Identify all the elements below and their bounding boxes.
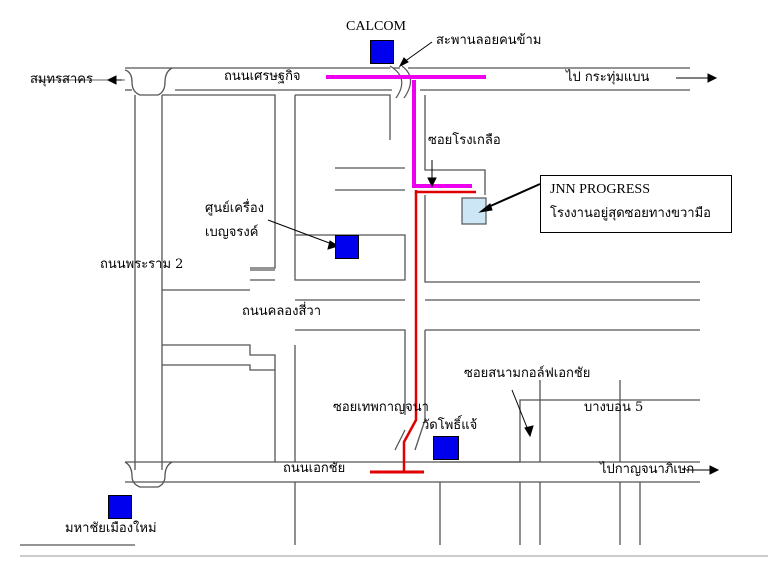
red-route-main xyxy=(402,192,418,472)
pointer-lines xyxy=(267,41,541,438)
setthakit-road-label: ถนนเศรษฐกิจ xyxy=(224,69,301,84)
ekkachai-road-label: ถนนเอกชัย xyxy=(283,461,346,476)
arrow-icon-kanchanaphisek xyxy=(686,465,720,475)
mahachai-label: มหาชัยเมืองใหม่ xyxy=(65,521,157,536)
wat-pho-marker xyxy=(433,436,459,460)
machine-center-marker xyxy=(335,235,359,259)
calcom-marker xyxy=(370,40,394,64)
arrow-icon xyxy=(35,75,125,85)
rama2-road-label: ถนนพระราม 2 xyxy=(100,257,184,272)
destination-callout: JNN PROGRESS โรงงานอยู่สุดซอยทางขวามือ xyxy=(540,175,732,233)
arrow-icon-krathum xyxy=(676,73,718,83)
mahachai-marker xyxy=(108,495,132,519)
soi-thep-label: ซอยเทพกาญจนา xyxy=(333,400,429,415)
machine-center-label-2: เบญจรงค์ xyxy=(205,225,259,240)
soi-rong-kluea-label: ซอยโรงเกลือ xyxy=(428,133,501,148)
magenta-route-soi xyxy=(412,80,472,188)
machine-center-label-1: ศูนย์เครื่อง xyxy=(205,201,265,216)
bang-bon5-label: บางบอน 5 xyxy=(584,400,644,415)
kanchanaphisek-label: ไปกาญจนาภิเษก xyxy=(600,462,695,477)
khlong-si-wa-road-label: ถนนคลองสี่วา xyxy=(242,304,321,319)
callout-title: JNN PROGRESS xyxy=(550,182,650,197)
pedestrian-bridge xyxy=(389,65,403,99)
krathum-baen-label: ไป กระทุ่มแบน xyxy=(566,70,650,85)
soi-golf-label: ซอยสนามกอล์ฟเอกชัย xyxy=(464,366,591,381)
calcom-label: CALCOM xyxy=(346,19,406,34)
red-route xyxy=(414,190,476,194)
pedestrian-bridge-label: สะพานลอยคนข้าม xyxy=(436,33,542,48)
samut-sakhon-label: สมุทรสาคร xyxy=(30,72,93,87)
callout-subtitle: โรงงานอยู่สุดซอยทางขวามือ xyxy=(550,206,711,221)
wat-pho-label: วัดโพธิ์แจ้ xyxy=(422,418,478,433)
